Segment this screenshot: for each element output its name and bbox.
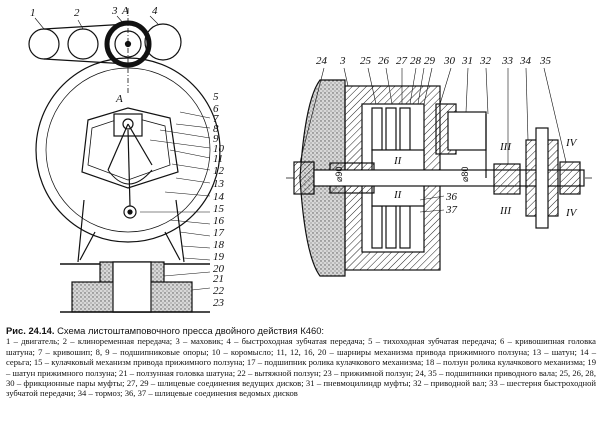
label-15: 15 <box>213 203 225 215</box>
label-9: 9 <box>213 133 219 145</box>
fast-gear <box>144 23 182 61</box>
label-23: 23 <box>213 297 225 309</box>
label-31: 31 <box>461 55 473 67</box>
label-5: 5 <box>213 91 219 103</box>
label-30: 30 <box>443 55 456 67</box>
label-19: 19 <box>213 251 225 263</box>
label-13: 13 <box>213 178 225 190</box>
right-clutch-drawing <box>286 67 592 277</box>
label-3-right: 3 <box>339 55 346 67</box>
label-32: 32 <box>479 55 492 67</box>
label-1: 1 <box>30 7 36 19</box>
press-schematic-figure: 1 2 3 А 4 А 5 6 7 8 9 10 11 12 13 14 15 … <box>28 5 592 313</box>
label-21: 21 <box>213 273 224 285</box>
section-iii-top: III <box>499 141 512 153</box>
label-a-bottom: А <box>115 93 123 105</box>
label-18: 18 <box>213 239 225 251</box>
label-36: 36 <box>445 191 458 203</box>
label-29: 29 <box>424 55 436 67</box>
label-17: 17 <box>213 227 225 239</box>
section-ii-bottom: II <box>393 189 403 201</box>
label-12: 12 <box>213 165 225 177</box>
label-7: 7 <box>213 113 219 125</box>
figure-caption: Рис. 24.14. Схема листоштамповочного пре… <box>6 325 596 399</box>
caption-legend: 1 – двигатель; 2 – клиноременная передач… <box>6 336 596 399</box>
caption-title: Схема листоштамповочного пресса двойного… <box>57 325 325 336</box>
section-iii-bottom: III <box>499 205 512 217</box>
left-mechanism-drawing <box>28 8 221 313</box>
label-4: 4 <box>152 5 158 17</box>
label-26: 26 <box>378 55 390 67</box>
main-gear-wheel <box>35 57 221 243</box>
pneumatic-cylinder <box>447 111 487 151</box>
dimension-d90: ⌀90 <box>334 167 344 182</box>
label-2: 2 <box>74 7 80 19</box>
label-25: 25 <box>360 55 372 67</box>
section-iv-top: IV <box>565 137 578 149</box>
label-16: 16 <box>213 215 225 227</box>
label-20: 20 <box>213 263 225 275</box>
motor-pulley <box>28 28 60 60</box>
label-28: 28 <box>410 55 422 67</box>
label-8: 8 <box>213 123 219 135</box>
dimension-d80: ⌀80 <box>460 167 470 182</box>
label-24: 24 <box>316 55 328 67</box>
label-6: 6 <box>213 103 219 115</box>
label-35: 35 <box>539 55 552 67</box>
label-34: 34 <box>519 55 532 67</box>
label-22: 22 <box>213 285 225 297</box>
caption-title-line: Рис. 24.14. Схема листоштамповочного пре… <box>6 325 324 336</box>
label-10: 10 <box>213 143 225 155</box>
label-3: 3 <box>111 5 118 17</box>
label-14: 14 <box>213 191 225 203</box>
section-ii-top: II <box>393 155 403 167</box>
label-37: 37 <box>445 204 458 216</box>
section-iv-bottom: IV <box>565 207 578 219</box>
label-33: 33 <box>501 55 514 67</box>
label-11: 11 <box>213 153 223 165</box>
left-labels: 1 2 3 А 4 А 5 6 7 8 9 10 11 12 13 14 15 … <box>30 5 225 309</box>
caption-label: Рис. 24.14. <box>6 325 55 336</box>
belt-pulley-small <box>67 28 99 60</box>
label-27: 27 <box>396 55 408 67</box>
label-a-top: А <box>121 5 129 17</box>
right-labels: 24 3 25 26 27 28 29 30 31 32 33 34 35 II… <box>316 55 578 219</box>
